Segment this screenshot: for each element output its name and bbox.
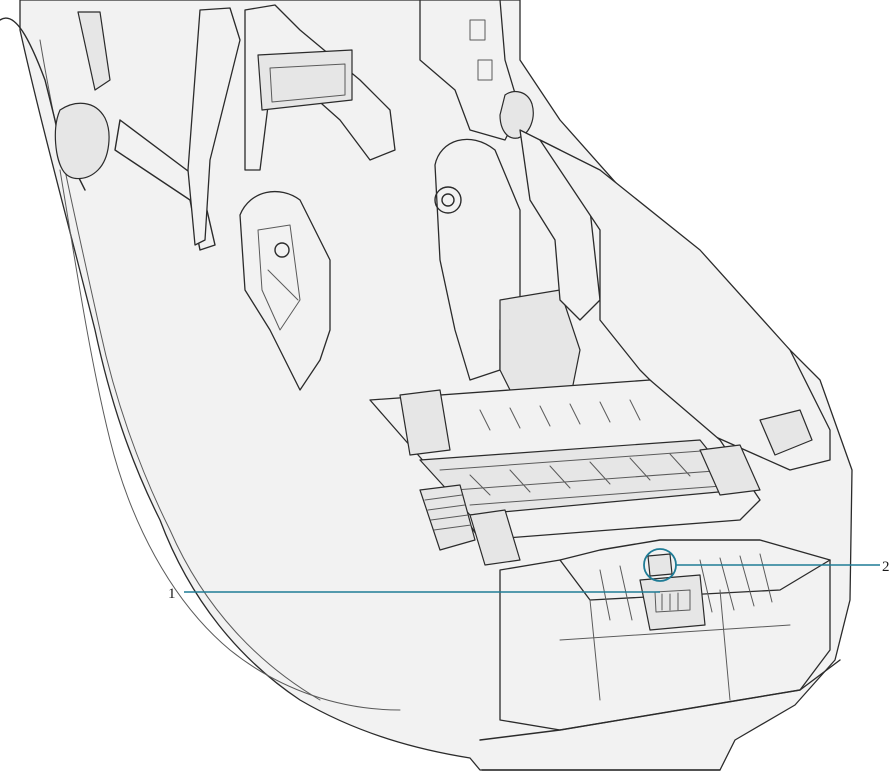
platen-assembly <box>369 379 761 541</box>
callout-1: 1 <box>168 586 660 602</box>
callout-2-label: 2 <box>882 559 890 575</box>
front-module <box>499 539 831 731</box>
media-holder-left <box>239 190 331 391</box>
right-housing <box>519 129 831 471</box>
callout-2: 2 <box>643 548 890 582</box>
media-holder-right <box>434 138 581 411</box>
gear-train <box>419 484 521 566</box>
callout-1-label: 1 <box>168 586 176 602</box>
printer-foot <box>479 659 841 771</box>
open-lid-and-arms <box>0 0 534 251</box>
